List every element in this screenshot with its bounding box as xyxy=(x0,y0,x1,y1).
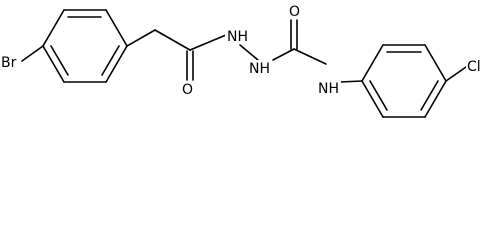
bond xyxy=(42,45,65,83)
aromatic-inner-bond xyxy=(420,80,439,111)
bond xyxy=(424,80,447,118)
amide-nh-label: NH xyxy=(318,81,339,97)
aromatic-inner-bond xyxy=(369,80,388,111)
ch2-carbonyl-bond xyxy=(154,29,191,51)
c-br-bond xyxy=(21,45,44,62)
chlorine-label: Cl xyxy=(467,59,481,75)
bond xyxy=(361,80,384,118)
aromatic-inner-bond xyxy=(101,45,120,76)
hydrazide-nh-label: NH xyxy=(249,61,270,77)
nh-urea-carbonyl-bond xyxy=(272,48,295,61)
bromophenyl-ring xyxy=(42,9,128,83)
atom-label-o-left: O xyxy=(181,81,195,98)
urea-oxygen-label: O xyxy=(289,4,300,20)
bond xyxy=(105,9,128,47)
bond xyxy=(361,44,384,82)
atom-label-br: Br xyxy=(0,54,20,71)
chlorophenyl-ring xyxy=(361,44,447,118)
urea-nh-bond xyxy=(293,48,327,65)
nh-nh-bond xyxy=(239,44,259,61)
carbonyl-nh-bond xyxy=(189,34,227,51)
atom-label-o-right: O xyxy=(288,3,302,20)
bond xyxy=(42,9,65,47)
bond xyxy=(105,45,128,83)
bromine-label: Br xyxy=(1,55,17,71)
ring-ch2-bond xyxy=(126,29,156,47)
atom-label-nh-3: NH xyxy=(317,80,341,97)
hydrazide-nh-label: NH xyxy=(227,29,248,45)
atom-label-nh-1: NH xyxy=(225,28,249,45)
chemical-structure-diagram: Br O NH NH O NH Cl xyxy=(0,3,484,118)
aromatic-inner-bond xyxy=(50,45,69,76)
carbonyl-oxygen-label: O xyxy=(182,82,193,98)
atom-label-cl: Cl xyxy=(466,58,484,75)
bond xyxy=(424,44,447,82)
nh-ring-bond xyxy=(339,80,363,83)
c-cl-bond xyxy=(445,66,467,82)
atom-label-nh-2: NH xyxy=(248,60,272,77)
